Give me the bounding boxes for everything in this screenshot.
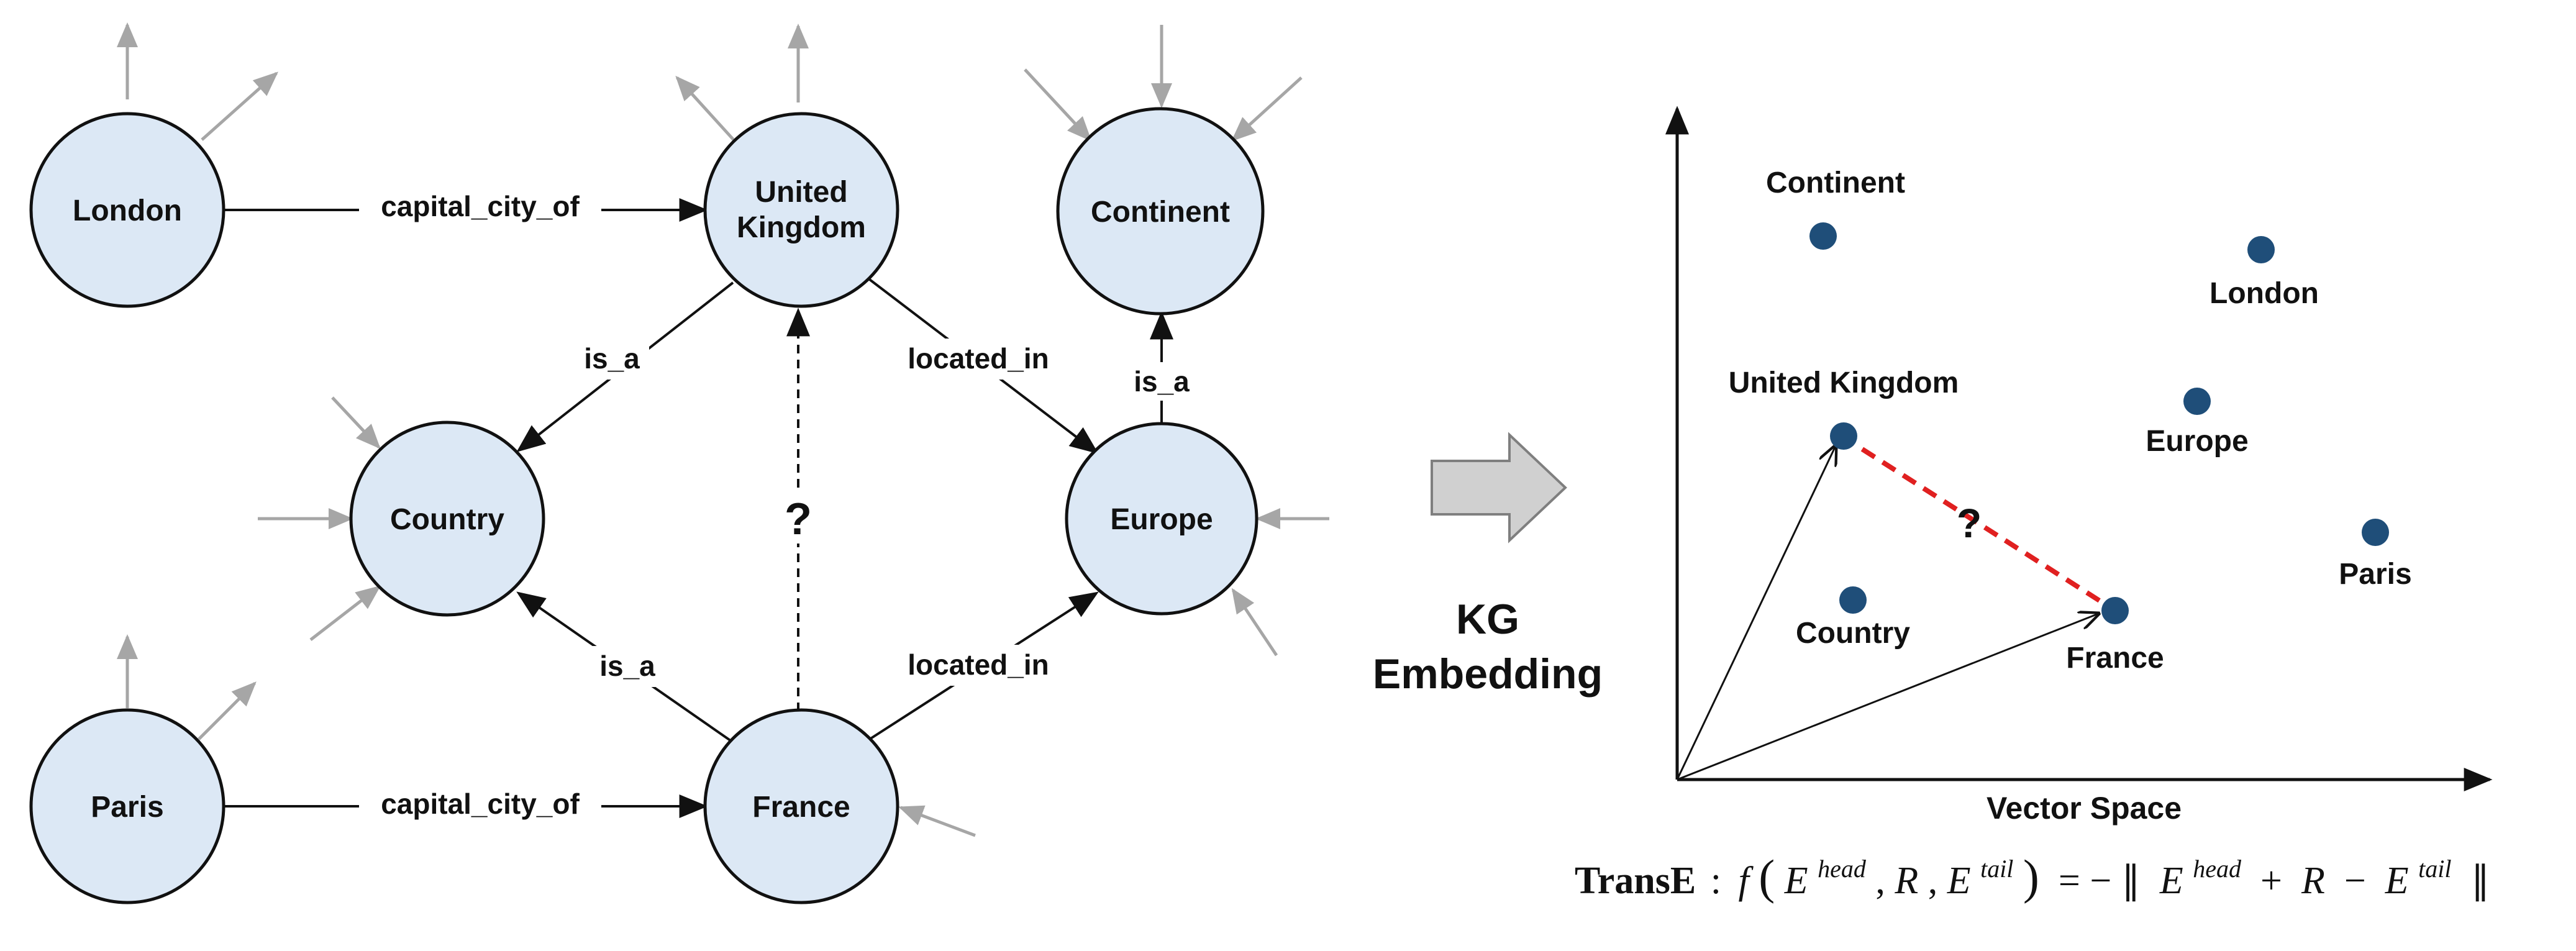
formula-comma1: , xyxy=(1875,860,1895,902)
formula-norm-close: ∥ xyxy=(2461,860,2490,902)
formula-name: TransE xyxy=(1575,860,1696,902)
formula-e-head: E xyxy=(1784,860,1808,902)
unknown-relation-mark: ? xyxy=(785,494,812,544)
edge-labels: capital_city_of capital_city_of is_a is_… xyxy=(359,186,1197,827)
transe-formula: TransE : f ( E head , R , E tail ) = − ∥… xyxy=(1575,844,2490,904)
node-label-country: Country xyxy=(390,503,504,536)
edge-label-uk-europe: located_in xyxy=(908,342,1049,375)
node-label-uk-line1: United xyxy=(755,176,847,209)
formula-plus: + xyxy=(2251,860,2292,902)
point-paris: Paris xyxy=(2339,519,2412,591)
edge-label-france-country: is_a xyxy=(599,650,655,682)
node-france: France xyxy=(703,708,899,904)
formula-e-head2: E xyxy=(2159,860,2183,902)
formula-paren-open: ( xyxy=(1759,850,1775,904)
context-arrow xyxy=(331,396,381,449)
formula-r: R xyxy=(1894,860,1918,902)
context-arrow xyxy=(1231,588,1278,657)
context-arrows xyxy=(117,22,1329,837)
transition: KG Embedding xyxy=(1373,432,1603,698)
formula-comma2: , xyxy=(1928,860,1947,902)
formula-paren-close: ) xyxy=(2023,850,2039,904)
x-axis-label: Vector Space xyxy=(1987,791,2182,826)
formula-f: f xyxy=(1738,860,1754,902)
node-label-europe: Europe xyxy=(1110,503,1213,536)
graph-nodes: London United Kingdom Continent Country … xyxy=(29,107,1265,904)
distance-unknown-mark: ? xyxy=(1957,500,1982,546)
formula-sup-tail2: tail xyxy=(2418,855,2451,883)
edge-label-london-uk: capital_city_of xyxy=(381,190,580,222)
vector-origin-france xyxy=(1677,614,2098,781)
formula-eq-neg: = − ∥ xyxy=(2049,860,2150,902)
node-united-kingdom: United Kingdom xyxy=(703,112,899,308)
transition-line1: KG xyxy=(1456,596,1519,643)
context-arrow xyxy=(198,681,257,740)
formula-e-tail2: E xyxy=(2385,860,2409,902)
edge-label-paris-france: capital_city_of xyxy=(381,788,580,820)
context-arrow xyxy=(675,76,740,147)
context-arrow xyxy=(898,805,976,837)
point-label-europe: Europe xyxy=(2146,425,2248,458)
node-continent: Continent xyxy=(1056,107,1265,316)
point-label-continent: Continent xyxy=(1766,166,1905,199)
context-arrow xyxy=(1024,68,1092,142)
point-london: London xyxy=(2210,236,2319,310)
block-right-arrow-icon xyxy=(1431,432,1567,544)
formula-r2: R xyxy=(2301,860,2325,902)
formula-colon: : xyxy=(1711,860,1721,902)
point-label-france: France xyxy=(2066,642,2164,675)
point-france: France xyxy=(2066,597,2164,675)
point-label-paris: Paris xyxy=(2339,558,2411,591)
node-label-uk-line2: Kingdom xyxy=(737,211,866,244)
formula-sup-head: head xyxy=(1818,855,1867,883)
formula-sup-head2: head xyxy=(2193,855,2242,883)
edge-label-uk-country: is_a xyxy=(584,342,640,375)
transition-line2: Embedding xyxy=(1373,650,1603,698)
node-label-paris: Paris xyxy=(91,791,163,824)
point-country: Country xyxy=(1796,586,1910,650)
node-label-london: London xyxy=(73,194,182,227)
node-label-continent: Continent xyxy=(1091,196,1230,229)
vector-origin-uk xyxy=(1676,446,1836,780)
edge-label-france-europe: located_in xyxy=(908,648,1049,681)
point-uk: United Kingdom xyxy=(1729,366,1959,450)
node-paris: Paris xyxy=(29,708,225,904)
svg-text:TransE : f (: TransE : f ( E head , R , E tail ) = − ∥… xyxy=(1575,844,2490,904)
point-label-london: London xyxy=(2210,277,2319,310)
node-london: London xyxy=(29,112,225,308)
context-arrow xyxy=(1231,76,1303,142)
formula-minus: − xyxy=(2334,860,2375,902)
node-europe: Europe xyxy=(1065,422,1258,616)
node-country: Country xyxy=(349,421,545,617)
node-label-france: France xyxy=(752,791,850,824)
formula-sup-tail: tail xyxy=(1980,855,2013,883)
context-arrow xyxy=(201,71,278,141)
vector-space: Vector Space ? Continent London United K… xyxy=(1665,106,2493,826)
point-label-uk: United Kingdom xyxy=(1729,366,1959,399)
edge-label-europe-continent: is_a xyxy=(1134,365,1190,398)
context-arrow xyxy=(309,585,381,641)
point-label-country: Country xyxy=(1796,617,1910,650)
formula-e-tail: E xyxy=(1947,860,1971,902)
point-europe: Europe xyxy=(2146,388,2249,458)
point-continent: Continent xyxy=(1766,166,1905,250)
distance-uk-france xyxy=(1840,434,2117,613)
